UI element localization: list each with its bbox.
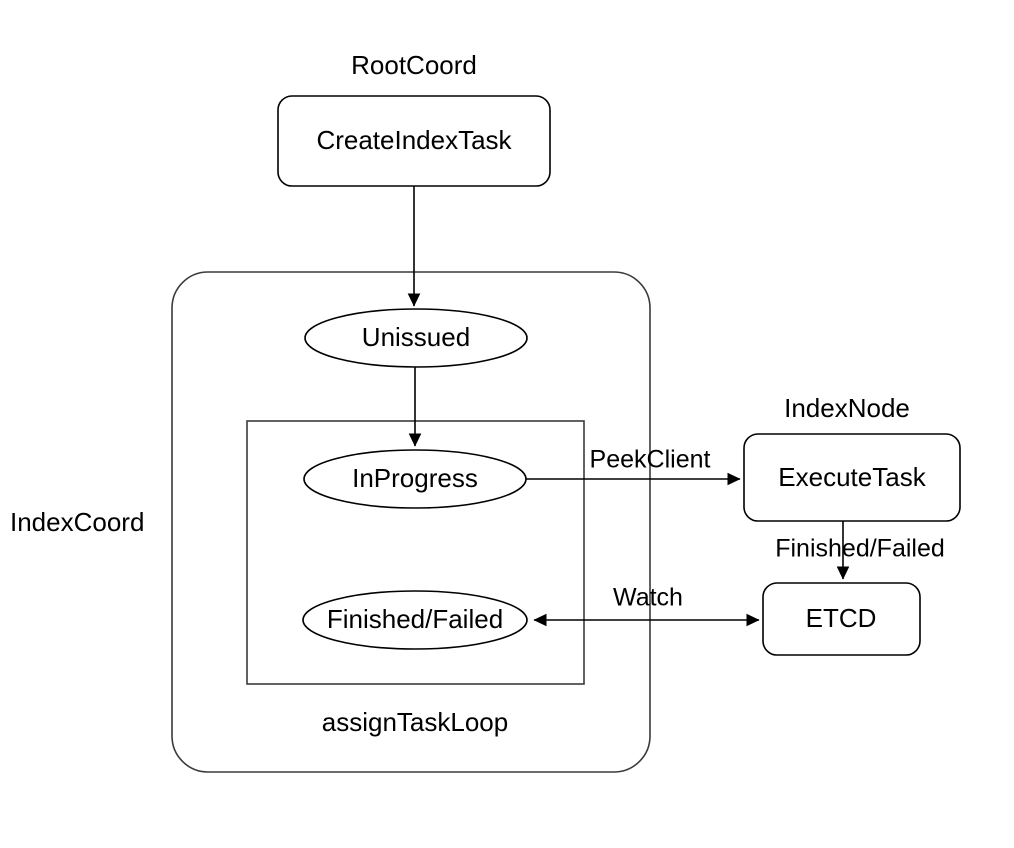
edge-executetask-to-etcd: Finished/Failed	[775, 521, 945, 580]
unissued-label: Unissued	[362, 322, 470, 352]
createindextask-box[interactable]	[277, 95, 551, 187]
executetask-label: ExecuteTask	[778, 462, 926, 492]
group-indexcoord: IndexCoord	[10, 271, 651, 773]
node-executetask[interactable]: ExecuteTask	[743, 433, 961, 522]
edge-label-peekclient: PeekClient	[590, 446, 711, 474]
node-etcd[interactable]: ETCD	[762, 582, 921, 656]
rootcoord-label: RootCoord	[351, 50, 477, 80]
etcd-label: ETCD	[806, 603, 877, 633]
etcd-box[interactable]	[762, 582, 921, 656]
edge-label-finished-failed: Finished/Failed	[775, 535, 945, 563]
finishedfailed-label: Finished/Failed	[327, 604, 503, 634]
node-finishedfailed[interactable]: Finished/Failed	[302, 590, 528, 650]
edge-inprogress-to-executetask: PeekClient	[526, 446, 741, 486]
edge-label-watch: Watch	[613, 584, 683, 612]
edge-etcd-to-finishedfailed: Watch	[533, 584, 760, 627]
node-unissued[interactable]: Unissued	[304, 308, 528, 368]
group-rootcoord: RootCoord	[351, 50, 477, 80]
indexnode-label: IndexNode	[784, 393, 910, 423]
assigntaskloop-label: assignTaskLoop	[322, 707, 508, 737]
inprogress-label: InProgress	[352, 463, 478, 493]
indexcoord-label: IndexCoord	[10, 507, 144, 537]
inprogress-ellipse[interactable]	[303, 449, 527, 509]
executetask-box[interactable]	[743, 433, 961, 522]
createindextask-label: CreateIndexTask	[316, 125, 512, 155]
finishedfailed-ellipse[interactable]	[302, 590, 528, 650]
node-inprogress[interactable]: InProgress	[303, 449, 527, 509]
node-createindextask[interactable]: CreateIndexTask	[277, 95, 551, 187]
group-indexnode: IndexNode	[784, 393, 910, 423]
unissued-ellipse[interactable]	[304, 308, 528, 368]
indexcoord-container	[171, 271, 651, 773]
